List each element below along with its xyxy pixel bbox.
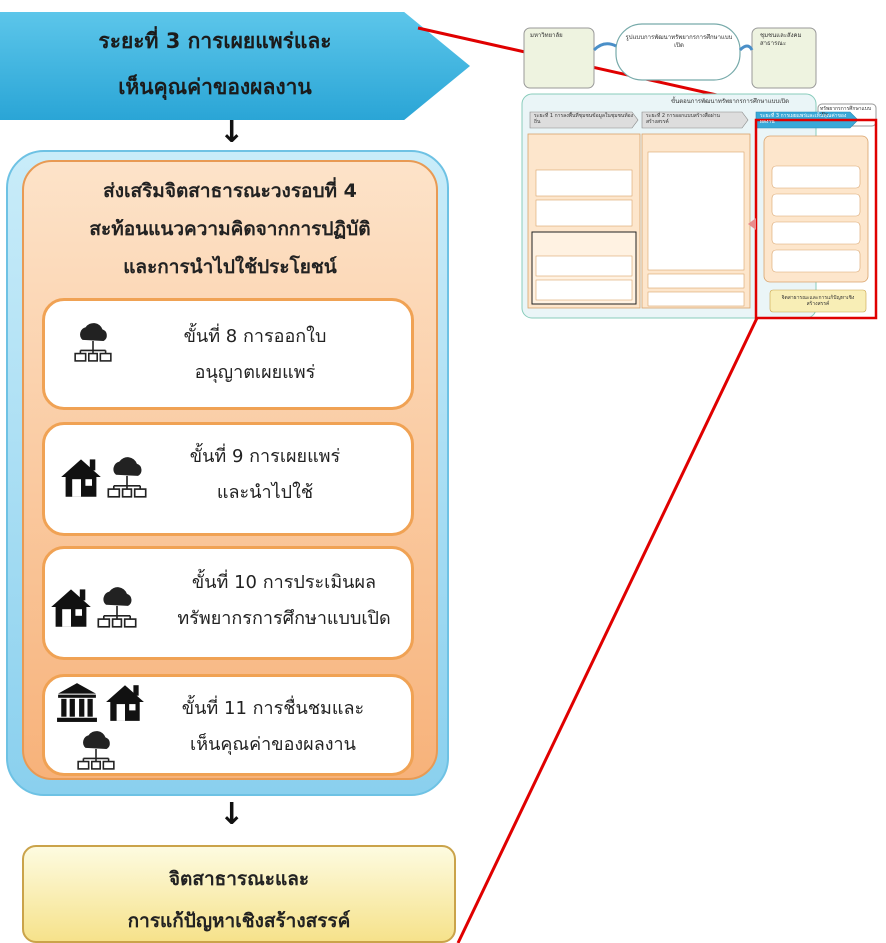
result-box: [22, 845, 456, 943]
thumb-community-label: ชุมชนและสังคมสาธารณะ: [760, 32, 802, 47]
step-11-line-2: เห็นคุณค่าของผลงาน: [190, 734, 356, 755]
thumb-university-label: มหาวิทยาลัย: [530, 32, 563, 39]
overview-thumbnail: มหาวิทยาลัย รูปแบบการพัฒนาทรัพยากรการศึก…: [520, 20, 880, 320]
thumb-band-label: ขั้นตอนการพัฒนาทรัพยากรการศึกษาแบบเปิด: [671, 98, 789, 105]
step-11-card: ขั้นที่ 11 การชื่นชมและ เห็นคุณค่าของผลง…: [42, 674, 414, 776]
result-line-1: จิตสาธารณะและ: [168, 868, 310, 890]
down-arrow-icon: ↓: [219, 797, 245, 832]
step-9-line-2: และนำไปใช้: [216, 482, 314, 503]
thumb-col3-header: ระยะที่ 3 การเผยแพร่และเห็นคุณค่าของผลงา…: [760, 113, 847, 125]
step-8-card: ขั้นที่ 8 การออกใบ อนุญาตเผยแพร่: [42, 298, 414, 410]
phase3-banner-label: ระยะที่ 3 การเผยแพร่และ เห็นคุณค่าของผลง…: [30, 18, 400, 110]
step-10-line-1: ขั้นที่ 10 การประเมินผล: [191, 572, 377, 593]
step-10-line-2: ทรัพยากรการศึกษาแบบเปิด: [177, 608, 391, 629]
thumb-col2-header: ระยะที่ 2 การออกแบบสร้างสื่อผ่านสร้างสรร…: [646, 113, 720, 125]
step-10-card: ขั้นที่ 10 การประเมินผล ทรัพยากรการศึกษา…: [42, 546, 414, 660]
step-8-line-1: ขั้นที่ 8 การออกใบ: [183, 326, 327, 347]
overview-diagram: [521, 23, 878, 320]
cycle4-title: ส่งเสริมจิตสาธารณะวงรอบที่ 4 สะท้อนแนวคว…: [40, 172, 420, 286]
cycle4-line-3: และการนำไปใช้ประโยชน์: [123, 256, 337, 278]
step-8-line-2: อนุญาตเผยแพร่: [194, 362, 316, 383]
thumb-oer-label: ทรัพยากรการศึกษาแบบเปิด: [820, 106, 872, 118]
result-line-2: การแก้ปัญหาเชิงสร้างสรรค์: [127, 910, 351, 932]
step-9-line-1: ขั้นที่ 9 การเผยแพร่: [189, 446, 341, 467]
banner-line-1: ระยะที่ 3 การเผยแพร่และ: [98, 29, 332, 53]
step-11-line-1: ขั้นที่ 11 การชื่นชมและ: [181, 698, 365, 719]
thumb-col1-header: ระยะที่ 1 การลงพื้นที่ชุมชนข้อมูลในชุมชน…: [534, 113, 634, 125]
cycle4-line-2: สะท้อนแนวความคิดจากการปฏิบัติ: [89, 218, 371, 240]
phase3-banner: [0, 12, 470, 120]
result-label: จิตสาธารณะและ การแก้ปัญหาเชิงสร้างสรรค์: [22, 858, 456, 942]
thumb-center-title: รูปแบบการพัฒนาทรัพยากรการศึกษาแบบเปิด: [625, 34, 733, 49]
down-arrow-icon: ↓: [219, 115, 245, 150]
cycle4-line-1: ส่งเสริมจิตสาธารณะวงรอบที่ 4: [103, 180, 357, 202]
thumb-footer-label: จิตสาธารณะและการแก้ปัญหาเชิงสร้างสรรค์: [781, 295, 855, 307]
step-9-card: ขั้นที่ 9 การเผยแพร่ และนำไปใช้: [42, 422, 414, 536]
banner-line-2: เห็นคุณค่าของผลงาน: [118, 75, 312, 99]
connector-bottom-line: [456, 317, 759, 943]
